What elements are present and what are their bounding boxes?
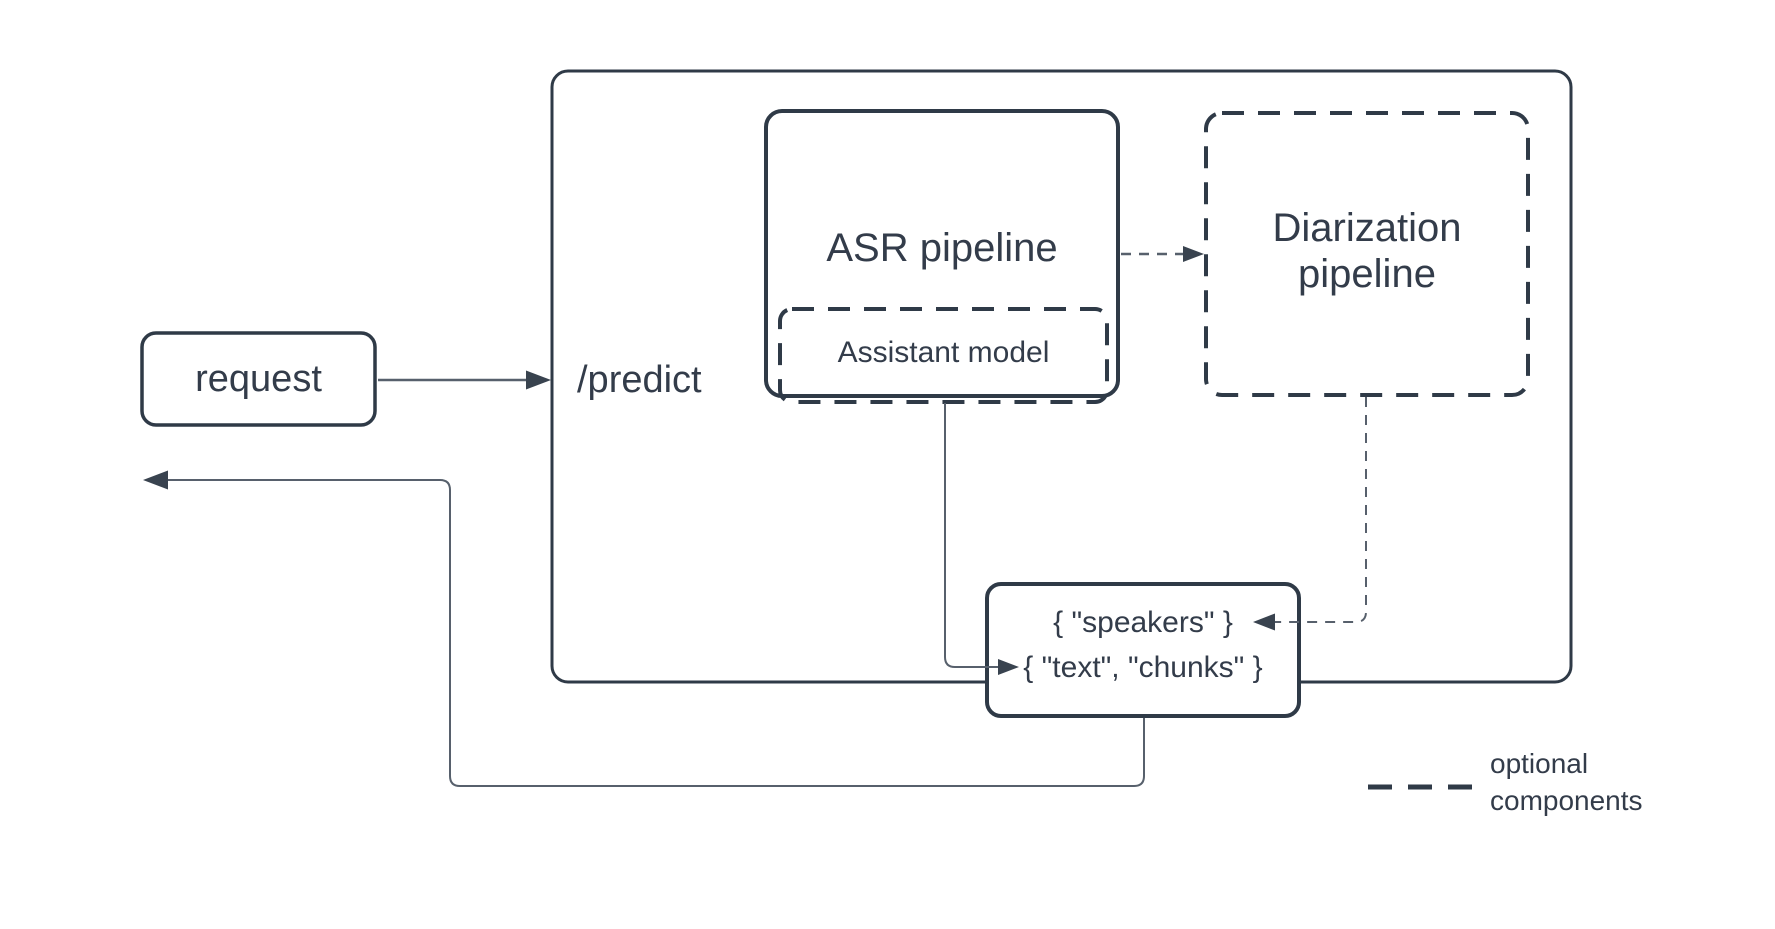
response-payload-label: { "speakers" } { "text", "chunks" } [987,600,1299,690]
diarization-pipeline-label-line1: Diarization [1272,206,1462,250]
diarization-pipeline-label: Diarization pipeline [1206,205,1528,297]
legend-label-line2: components [1490,785,1643,816]
assistant-model-label: Assistant model [837,336,1050,369]
response-payload-box [985,582,1301,718]
diarization-pipeline-label-line2: pipeline [1298,252,1436,296]
response-speakers-line: { "speakers" } [1053,606,1233,639]
asr-pipeline-box [764,109,1120,398]
request-to-predict-arrowhead [526,370,551,390]
asr-to-response-arrow [944,403,1000,668]
asr-to-diarization-arrowhead [1183,246,1204,262]
diarization-to-response-arrowhead [1253,613,1275,631]
response-to-client-arrowhead [143,470,168,490]
predict-endpoint-label: /predict [577,359,702,401]
response-to-client-arrow [167,479,1145,787]
legend-label-line1: optional [1490,748,1589,779]
assistant-model-box [778,307,1109,404]
request-label-text: request [195,357,322,400]
response-text-chunks-line: { "text", "chunks" } [1023,651,1263,684]
asr-pipeline-label: ASR pipeline [826,226,1058,270]
asr-to-response-arrowhead [998,659,1019,675]
legend-label: optional components [1490,745,1643,819]
diarization-to-response-arrow [1274,397,1367,623]
diarization-pipeline-box [1204,111,1530,397]
request-box [140,331,377,427]
request-label: request [142,333,375,425]
